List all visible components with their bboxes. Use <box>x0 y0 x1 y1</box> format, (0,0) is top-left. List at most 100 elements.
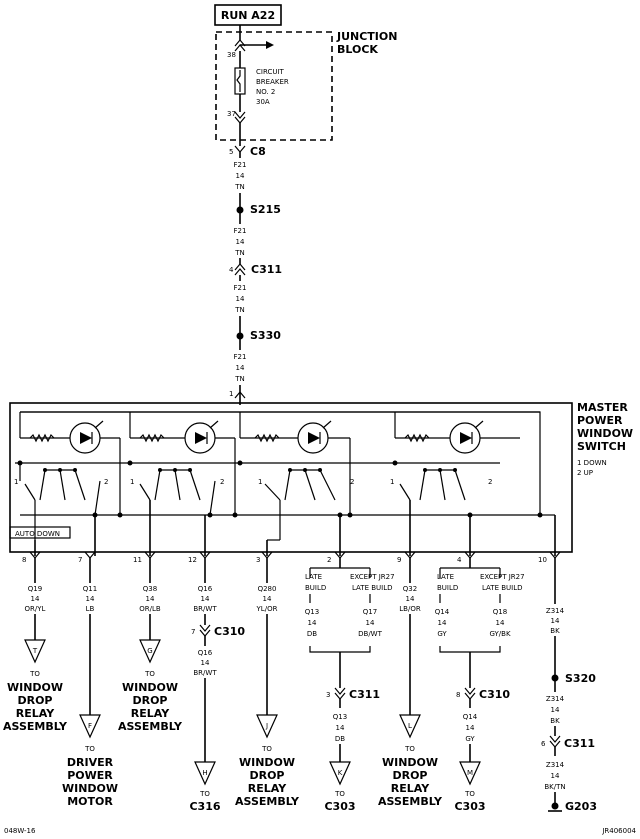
c8-label: C8 <box>250 145 266 158</box>
svg-text:TO: TO <box>334 790 345 798</box>
svg-text:14: 14 <box>366 619 375 627</box>
svg-text:Z314: Z314 <box>546 695 565 703</box>
svg-text:K: K <box>338 769 343 777</box>
svg-text:BUILD: BUILD <box>437 584 458 592</box>
svg-text:ASSEMBLY: ASSEMBLY <box>235 795 300 808</box>
footer-left-id: 048W-16 <box>4 827 36 835</box>
svg-text:T: T <box>32 647 38 655</box>
connector-c8-symbol <box>234 145 246 153</box>
svg-text:OR/YL: OR/YL <box>25 605 46 613</box>
svg-text:Q11: Q11 <box>83 585 97 593</box>
switch-cell-4 <box>394 412 520 454</box>
svg-text:3: 3 <box>326 691 330 699</box>
svg-text:ASSEMBLY: ASSEMBLY <box>378 795 443 808</box>
switch-contacts-3: 1 2 <box>258 468 354 501</box>
wire-label: 14 <box>236 364 245 372</box>
svg-text:BR/WT: BR/WT <box>193 605 217 613</box>
destination-k: K TO C303 <box>324 761 356 813</box>
switch-contacts-2: 1 2 <box>130 468 224 516</box>
svg-text:14: 14 <box>336 724 345 732</box>
svg-text:Q14: Q14 <box>463 713 478 721</box>
svg-text:BK: BK <box>550 717 560 725</box>
svg-text:Z314: Z314 <box>546 607 565 615</box>
pin-38: 38 <box>227 51 236 59</box>
svg-text:14: 14 <box>551 772 560 780</box>
svg-text:BR/WT: BR/WT <box>193 669 217 677</box>
switch-contacts-4: 1 2 <box>390 468 492 501</box>
wire-label: TN <box>234 183 245 191</box>
svg-text:WINDOW: WINDOW <box>382 756 438 769</box>
svg-text:2: 2 <box>327 556 331 564</box>
junction-block-title-1: JUNCTION <box>336 30 397 43</box>
svg-text:Q16: Q16 <box>198 585 213 593</box>
output-pin-9: 9 Q32 14 LB/OR <box>397 500 421 715</box>
destination-f: F TO DRIVER POWER WINDOW MOTOR <box>62 714 118 808</box>
svg-text:BK/TN: BK/TN <box>544 783 565 791</box>
svg-text:14: 14 <box>466 724 475 732</box>
wire-label: F21 <box>234 353 247 361</box>
svg-text:10: 10 <box>538 556 547 564</box>
svg-text:GY: GY <box>465 735 475 743</box>
svg-text:LB/OR: LB/OR <box>399 605 421 613</box>
wire-label: 14 <box>236 295 245 303</box>
svg-text:C303: C303 <box>324 800 355 813</box>
svg-text:RELAY: RELAY <box>248 782 287 795</box>
svg-text:YL/OR: YL/OR <box>256 605 278 613</box>
svg-text:LATE BUILD: LATE BUILD <box>352 584 393 592</box>
wire-label: TN <box>234 306 245 314</box>
svg-text:WINDOW: WINDOW <box>7 681 63 694</box>
svg-text:LATE: LATE <box>305 573 322 581</box>
svg-text:ASSEMBLY: ASSEMBLY <box>3 720 68 733</box>
switch-cell-2 <box>129 412 236 515</box>
switch-title-1: MASTER <box>577 401 628 414</box>
svg-text:EXCEPT JR27: EXCEPT JR27 <box>480 573 525 581</box>
svg-text:LATE: LATE <box>437 573 454 581</box>
switch-legend-2: 2 UP <box>577 469 593 477</box>
destination-g: G TO WINDOW DROP RELAY ASSEMBLY <box>118 639 183 733</box>
svg-text:TO: TO <box>84 745 95 753</box>
svg-text:S320: S320 <box>565 672 596 685</box>
svg-text:TO: TO <box>464 790 475 798</box>
svg-text:DRIVER: DRIVER <box>67 756 114 769</box>
breaker-label-3: NO. 2 <box>256 88 275 96</box>
svg-text:TO: TO <box>29 670 40 678</box>
svg-text:12: 12 <box>188 556 197 564</box>
svg-text:TO: TO <box>261 745 272 753</box>
svg-text:C311: C311 <box>564 737 595 750</box>
switch-title-3: WINDOW <box>577 427 633 440</box>
svg-text:8: 8 <box>456 691 460 699</box>
svg-text:L: L <box>408 722 412 730</box>
switch-cell-1 <box>20 420 121 515</box>
bus-arrow-icon <box>266 41 274 49</box>
svg-text:7: 7 <box>191 628 195 636</box>
svg-text:14: 14 <box>31 595 40 603</box>
svg-text:7: 7 <box>78 556 82 564</box>
switch-pin-1: 1 <box>229 390 233 398</box>
s215-label: S215 <box>250 203 281 216</box>
svg-text:RELAY: RELAY <box>131 707 170 720</box>
svg-text:2: 2 <box>104 478 108 486</box>
svg-text:WINDOW: WINDOW <box>62 782 118 795</box>
svg-text:J: J <box>265 722 268 730</box>
svg-text:14: 14 <box>201 595 210 603</box>
svg-text:WINDOW: WINDOW <box>122 681 178 694</box>
svg-text:C316: C316 <box>189 800 220 813</box>
svg-text:14: 14 <box>406 595 415 603</box>
svg-text:3: 3 <box>256 556 260 564</box>
auto-down-label: AUTO DOWN <box>15 530 60 538</box>
svg-text:DROP: DROP <box>249 769 284 782</box>
wire-label: 14 <box>236 238 245 246</box>
svg-text:6: 6 <box>541 740 546 748</box>
svg-text:Z314: Z314 <box>546 761 565 769</box>
svg-text:M: M <box>467 769 473 777</box>
svg-text:POWER: POWER <box>67 769 113 782</box>
switch-title-2: POWER <box>577 414 623 427</box>
master-switch-outline <box>9 402 573 553</box>
svg-text:1: 1 <box>390 478 394 486</box>
svg-text:G: G <box>147 647 152 655</box>
destination-h: H TO C316 <box>189 761 221 813</box>
switch-title-4: SWITCH <box>577 440 626 453</box>
svg-text:C311: C311 <box>349 688 380 701</box>
destination-t: T TO WINDOW DROP RELAY ASSEMBLY <box>3 639 68 733</box>
